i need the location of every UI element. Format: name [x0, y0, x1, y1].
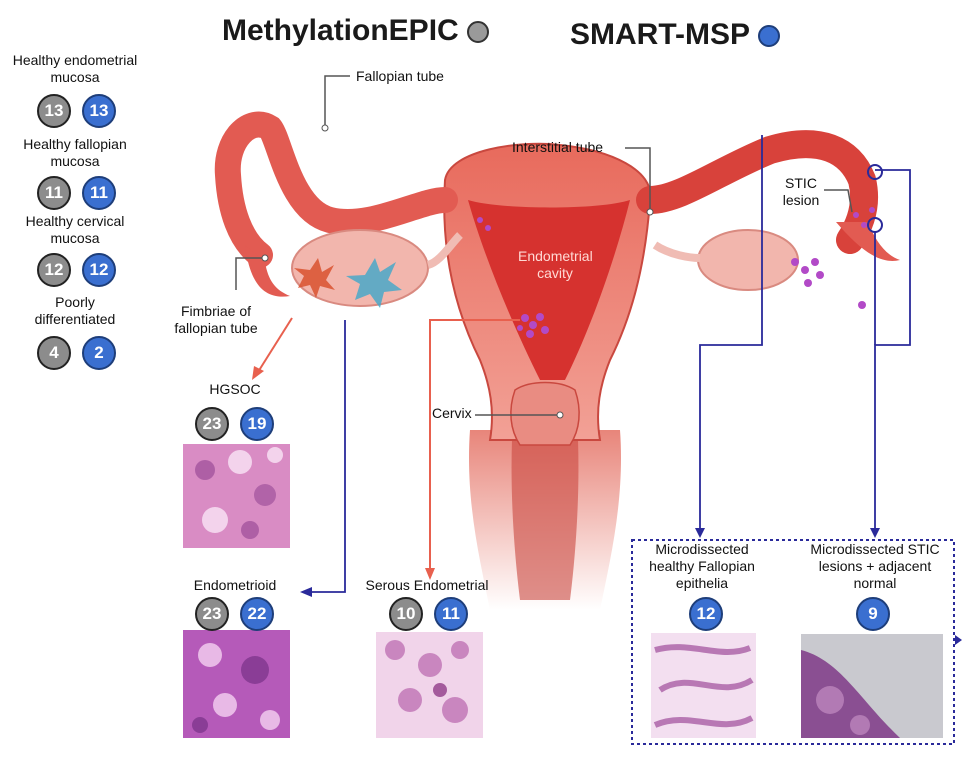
endometrioid-tumor-icon: [346, 258, 402, 308]
msp-count-micro-healthy: 12: [689, 597, 723, 631]
epic-count-serous: 10: [389, 597, 423, 631]
blue-dot-icon: [758, 25, 780, 48]
epic-count-hgsoc: 23: [195, 407, 229, 441]
leader-fimbriae: [235, 257, 265, 290]
epic-count-fallopian: 11: [37, 176, 71, 210]
label-micro-healthy: Microdissected healthy Fallopian epithel…: [649, 541, 755, 591]
arrowhead-micro-healthy: [695, 528, 705, 538]
arrow-to-hgsoc: [257, 317, 293, 373]
right-fallopian-tube: [636, 130, 879, 254]
label-stic-lesion: STIC lesion: [782, 175, 820, 208]
endometrial-cavity: [468, 200, 630, 380]
msp-count-fallopian: 11: [82, 176, 116, 210]
arrow-to-serous: [429, 319, 520, 570]
histology-endometrioid: [183, 630, 290, 738]
label-interstitial-tube: Interstitial tube: [512, 139, 604, 155]
msp-count-hgsoc: 19: [240, 407, 274, 441]
msp-count-serous: 11: [434, 597, 468, 631]
epic-count-endometrioid: 23: [195, 597, 229, 631]
arrowhead-serous: [425, 568, 435, 580]
leader-stic-lesion: [824, 189, 853, 213]
arrow-to-endometrioid: [310, 320, 346, 593]
cervix-shape: [510, 381, 580, 446]
msp-count-poorly: 2: [82, 336, 116, 370]
label-endometrioid: Endometrioid: [193, 577, 277, 593]
label-healthy-endometrial: Healthy endometrial mucosa: [12, 52, 138, 85]
label-cervix: Cervix: [432, 405, 472, 421]
label-fimbriae: Fimbriae of fallopian tube: [174, 303, 258, 336]
arrowhead-endometrioid: [300, 587, 312, 597]
right-ovarian-ligament: [652, 241, 701, 262]
epic-count-poorly: 4: [37, 336, 71, 370]
leader-interstitial-tube: [625, 147, 651, 212]
label-hgsoc: HGSOC: [209, 381, 261, 397]
arrowhead-micro-stic: [870, 528, 880, 538]
microdissected-box: [631, 539, 955, 745]
right-fimbriae: [836, 222, 900, 261]
histology-hgsoc: [183, 444, 290, 548]
stic-marker-icon: [867, 164, 883, 180]
histology-micro-healthy: [651, 633, 756, 738]
epic-count-cervical: 12: [37, 253, 71, 287]
label-fallopian-tube: Fallopian tube: [356, 68, 444, 84]
left-ovarian-ligament: [426, 232, 463, 269]
arrow-to-micro-stic: [874, 169, 911, 530]
legend-smart-label: SMART-MSP: [570, 18, 750, 51]
legend-methylation-epic: MethylationEPIC: [222, 14, 489, 48]
histology-micro-stic: [801, 634, 943, 738]
box-arrow-icon: [955, 635, 962, 645]
label-serous-endometrial: Serous Endometrial: [365, 577, 489, 593]
label-healthy-fallopian: Healthy fallopian mucosa: [23, 136, 127, 169]
cell-clusters: [477, 207, 875, 338]
leader-fallopian-tube: [324, 75, 350, 128]
legend-methylation-label: MethylationEPIC: [222, 14, 459, 47]
legend-smart-msp: SMART-MSP: [570, 18, 780, 52]
label-healthy-cervical: Healthy cervical mucosa: [25, 213, 125, 246]
label-micro-stic: Microdissected STIC lesions + adjacent n…: [810, 541, 940, 591]
arrow-to-micro-healthy: [699, 135, 763, 530]
gray-dot-icon: [466, 21, 489, 44]
right-ovary: [697, 229, 799, 291]
left-fallopian-tube: [214, 111, 458, 268]
label-poorly-differentiated: Poorly differentiated: [34, 294, 116, 327]
arrowhead-hgsoc: [252, 366, 264, 380]
vaginal-lumen: [511, 440, 579, 600]
msp-count-endometrioid: 22: [240, 597, 274, 631]
msp-count-endometrial: 13: [82, 94, 116, 128]
epic-count-endometrial: 13: [37, 94, 71, 128]
histology-serous: [376, 632, 483, 738]
label-endometrial-cavity: Endometrial cavity: [518, 248, 593, 281]
hgsoc-tumor-icon: [294, 258, 335, 298]
msp-count-micro-stic: 9: [856, 597, 890, 631]
msp-count-cervical: 12: [82, 253, 116, 287]
